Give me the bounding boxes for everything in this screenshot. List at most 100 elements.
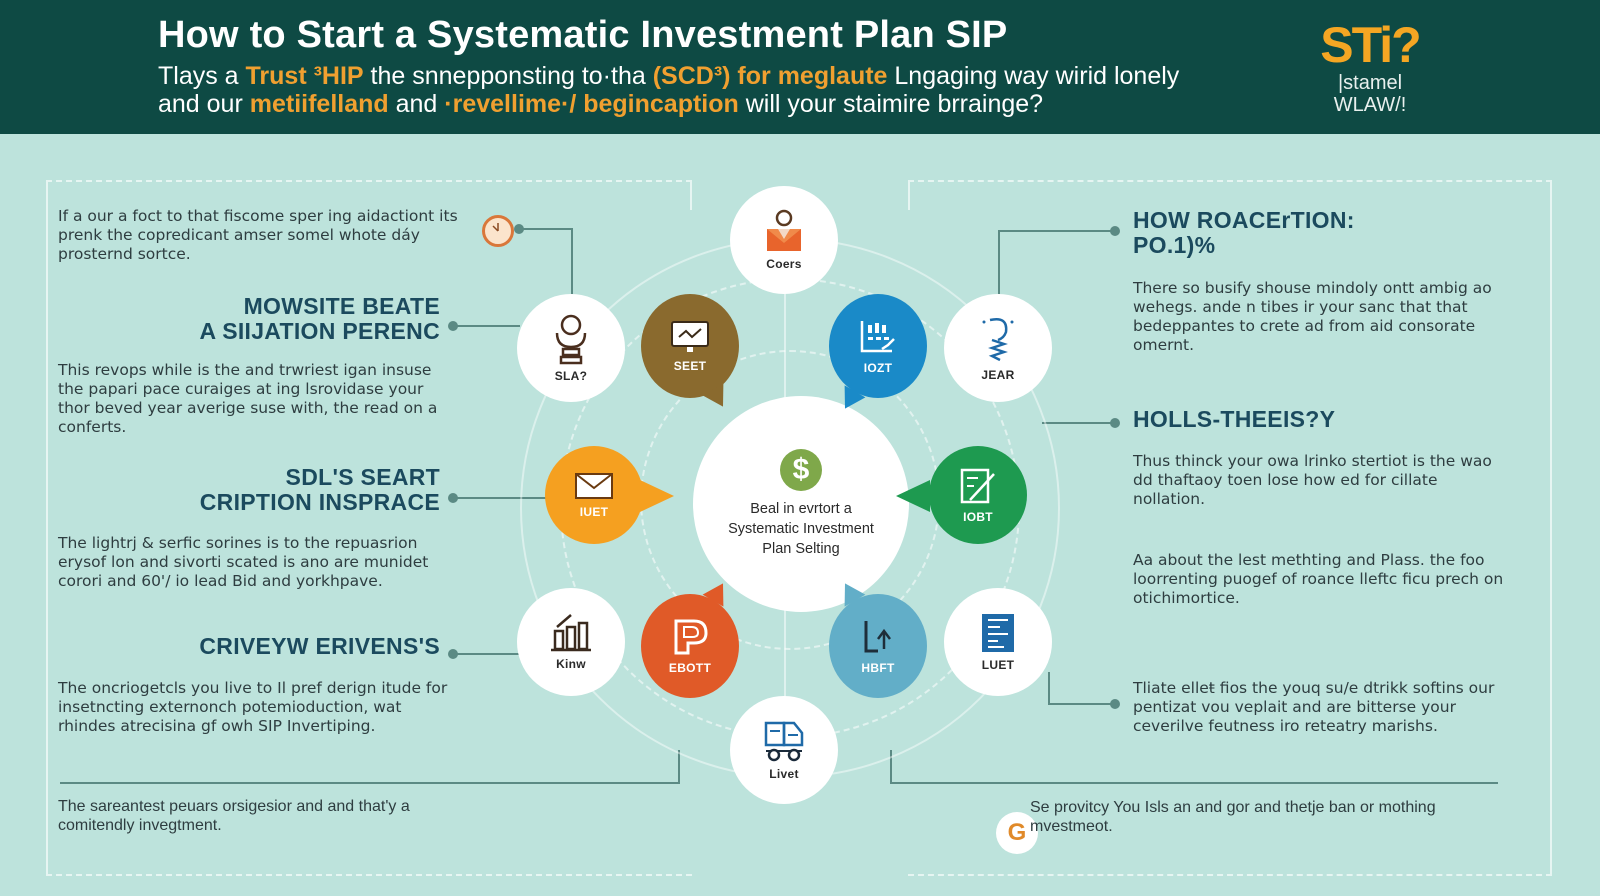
- header-banner: How to Start a Systematic Investment Pla…: [0, 0, 1600, 134]
- node-iozt[interactable]: IOZT: [829, 294, 927, 398]
- subtitle-text: will your staimire brrainge?: [738, 90, 1044, 118]
- node-iuet[interactable]: IUET: [545, 446, 643, 544]
- node-sla[interactable]: SLA?: [517, 294, 625, 402]
- connector-dot: [1110, 226, 1120, 236]
- node-coers[interactable]: Coers: [730, 186, 838, 294]
- right-panel-frame: [908, 180, 1552, 876]
- lightbulb-icon: [982, 318, 1014, 362]
- subtitle-highlight: Trust ³HIP: [245, 62, 364, 90]
- right-section-4-body: Tliate elleŧ fios the youq su/e dtrikk s…: [1133, 679, 1495, 735]
- left-footer-text: The sareantest peuars orsigesior and and…: [58, 798, 410, 834]
- g-badge-icon: G: [996, 812, 1038, 854]
- right-footer-divider-edge: [890, 750, 892, 784]
- right-section-1-heading: HOW ROACErTION: PO.1)%: [1133, 207, 1355, 258]
- left-section-1-heading: MOWSITE BEATE A SIIJATION PERENC: [199, 293, 440, 344]
- right-section-2-body: Thus thinck your owa lrinko stertiot is …: [1133, 452, 1492, 508]
- subtitle-highlight: (SCD³) for meglaute: [652, 62, 888, 90]
- node-label: Livet: [769, 767, 799, 781]
- node-label: IOZT: [863, 361, 893, 375]
- right-section-2-heading: HOLLS-THEEIS?Y: [1133, 406, 1336, 432]
- left-intro-text: If a our a foct to that fiscome sper ing…: [58, 207, 458, 263]
- node-label: IUET: [579, 505, 609, 519]
- node-iobt[interactable]: IOBT: [929, 446, 1027, 544]
- connector-line: [1048, 672, 1050, 704]
- node-luet[interactable]: LUET: [944, 588, 1052, 696]
- trophy-icon: [555, 314, 587, 365]
- subtitle-text: Lngaging way wirid lonely: [887, 62, 1180, 90]
- left-section-2-heading: SDL'S SEART CRIPTION INSPRACE: [199, 464, 440, 515]
- node-hbft[interactable]: HBFT: [829, 594, 927, 698]
- subtitle-highlight: ·revellime·/ begincaption: [444, 90, 739, 118]
- dollar-icon: $: [780, 449, 822, 491]
- right-footer-text: Se provitcy You Isls an and gor and thet…: [1030, 799, 1436, 835]
- node-label: EBOTT: [668, 661, 712, 675]
- node-seet[interactable]: SEET: [641, 294, 739, 398]
- right-panel-frame-edge: [908, 180, 910, 210]
- connector-line: [456, 497, 546, 499]
- center-hub: $ Beal in evrtort a Systematic Investmen…: [693, 396, 909, 612]
- node-pointer: [640, 480, 674, 512]
- parking-icon: [674, 619, 708, 655]
- right-footer-divider: [890, 782, 1498, 784]
- connector-dot: [1110, 418, 1120, 428]
- page-title: How to Start a Systematic Investment Pla…: [158, 14, 1008, 56]
- node-label: Coers: [766, 257, 802, 271]
- clock-icon: [482, 215, 514, 247]
- node-label: SEET: [673, 359, 707, 373]
- connector-line: [998, 230, 1114, 232]
- node-livet[interactable]: Livet: [730, 696, 838, 804]
- connector-line: [456, 325, 520, 327]
- person-envelope-icon: [767, 209, 801, 251]
- spoke-line: [784, 290, 786, 400]
- left-footer-divider: [60, 782, 680, 784]
- left-section-3-heading: CRIVEYW ERIVENS'S: [199, 633, 440, 659]
- node-label: SLA?: [554, 369, 588, 383]
- subtitle: Tlays a Trust ³HIP the snnepponsting to·…: [158, 62, 1179, 118]
- subtitle-text: Tlays a: [158, 62, 246, 90]
- right-section-3-body: Aa about the lest methting and Plass. th…: [1133, 551, 1504, 607]
- left-section-2-body: The lightrj & serfic sorines is to the r…: [58, 534, 429, 590]
- left-panel-frame-edge: [690, 180, 692, 210]
- connector-dot: [448, 493, 458, 503]
- subtitle-text: and our: [158, 90, 250, 118]
- subtitle-line-1: Tlays a Trust ³HIP the snnepponsting to·…: [158, 62, 1179, 90]
- connector-line: [571, 228, 573, 294]
- subtitle-text: and: [388, 90, 445, 118]
- connector-line: [1042, 422, 1114, 424]
- list-document-icon: [982, 614, 1014, 652]
- connector-line: [998, 230, 1000, 294]
- bar-growth-icon: [551, 614, 591, 652]
- left-footer-divider-edge: [678, 750, 680, 784]
- left-panel-frame: [46, 180, 692, 876]
- document-check-icon: [960, 468, 995, 504]
- left-section-1-body: This revops while is the and trwriest ig…: [58, 361, 438, 436]
- connector-line: [1048, 703, 1114, 705]
- node-label: JEAR: [981, 368, 1015, 382]
- node-ebott[interactable]: EBOTT: [641, 594, 739, 698]
- connector-line: [456, 653, 530, 655]
- connector-dot: [448, 321, 458, 331]
- logo-tagline: |stamel WLAW/!: [1333, 72, 1407, 116]
- spoke-line: [784, 610, 786, 720]
- center-hub-text: Beal in evrtort a Systematic Investment …: [728, 501, 874, 557]
- connector-dot: [514, 224, 524, 234]
- subtitle-line-2: and our metiifelland and ·revellime·/ be…: [158, 90, 1179, 118]
- node-label: IOBT: [963, 510, 993, 524]
- connector-dot: [1110, 699, 1120, 709]
- node-jear[interactable]: JEAR: [944, 294, 1052, 402]
- node-label: LUET: [981, 658, 1015, 672]
- connector-line: [522, 228, 572, 230]
- right-section-1-body: There so busify shouse mindoly ontt ambi…: [1133, 279, 1492, 354]
- logo-mark: STi?: [1320, 17, 1421, 73]
- calendar-chart-icon: [860, 321, 895, 353]
- subtitle-text: the snnepponsting to·tha: [363, 62, 653, 90]
- subtitle-highlight: metiifelland: [249, 90, 389, 118]
- connector-dot: [448, 649, 458, 659]
- envelope-icon: [575, 473, 613, 499]
- node-label: Kinw: [556, 657, 586, 671]
- monitor-chart-icon: [671, 321, 709, 352]
- growth-arrow-icon: [864, 621, 891, 653]
- node-label: HBFT: [861, 661, 895, 675]
- sip-logo: STi? |stamel WLAW/!: [1300, 18, 1440, 116]
- node-kinw[interactable]: Kinw: [517, 588, 625, 696]
